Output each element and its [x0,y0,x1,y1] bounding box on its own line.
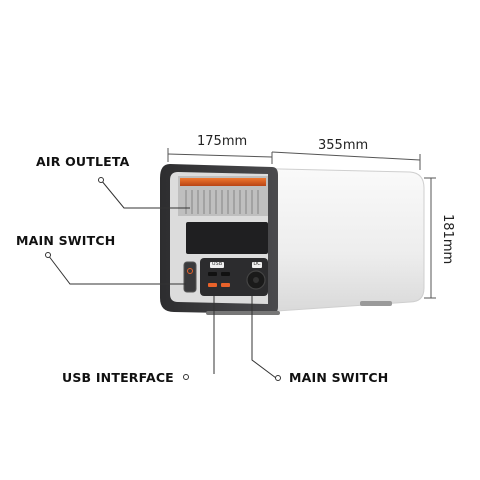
power-button [183,261,197,293]
callout-dots [45,177,281,381]
usb-interface-label: USB INTERFACE [62,370,174,385]
power-station-body [239,167,425,313]
air-outlet-label: AIR OUTLETA [36,154,130,169]
power-icon [187,268,193,274]
dimension-lines [167,148,436,299]
vent-fins [185,190,259,214]
dc-socket-center [253,277,259,283]
main-switch-bottom-label: MAIN SWITCH [289,370,389,385]
base-plate [206,311,280,315]
vent-glow [180,178,266,186]
body-foot [360,301,392,306]
callout-leaders [47,179,277,379]
front-depth-dimension: 175mm [197,134,248,149]
main-switch-left-label: MAIN SWITCH [16,233,116,248]
usb-ports [208,272,230,287]
display-screen [186,222,268,254]
dc-panel-label: DC [253,261,261,267]
usb-panel-label: USB [211,261,223,267]
length-dimension: 355mm [318,138,369,153]
usb-label-box [210,262,224,268]
height-dimension: 181mm [440,214,455,265]
dc-label-box [252,262,262,268]
